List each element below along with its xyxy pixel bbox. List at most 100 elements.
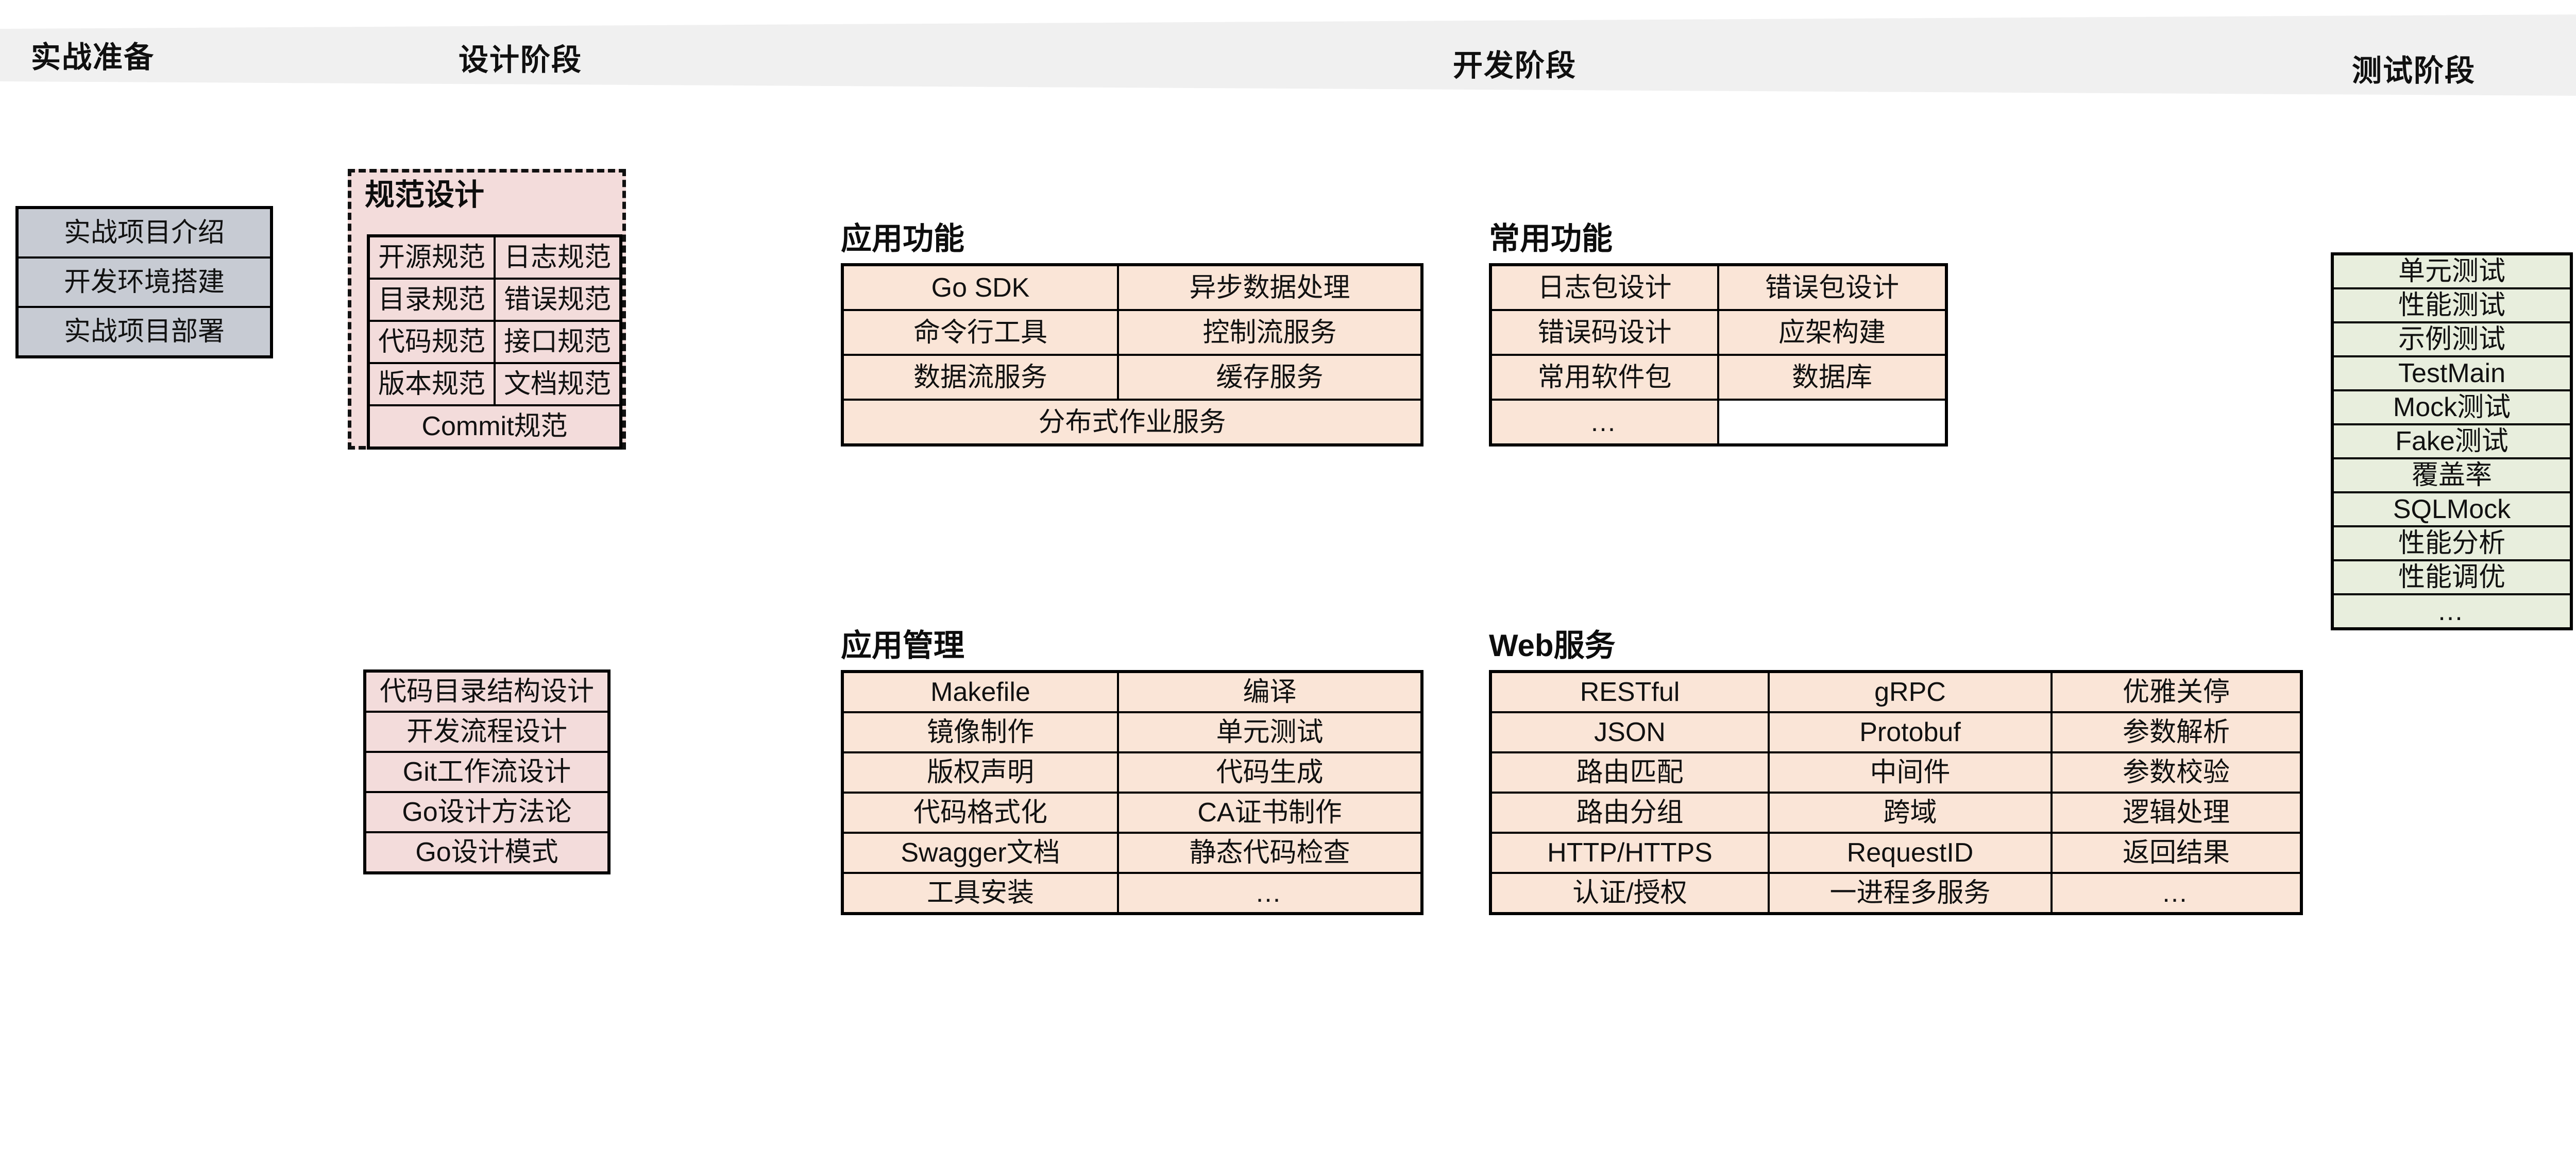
table-row[interactable]: 分布式作业服务 [841, 399, 1423, 446]
web-service-cell-0-2[interactable]: 优雅关停 [2050, 671, 2302, 713]
test-item-10[interactable]: … [2331, 593, 2572, 630]
design-list-item-4[interactable]: Go设计模式 [364, 831, 610, 874]
design-list-item-0[interactable]: 代码目录结构设计 [364, 670, 610, 713]
table-row[interactable]: Makefile 编译 [841, 671, 1423, 713]
spec-cell-1-1[interactable]: 错误规范 [494, 278, 622, 322]
table-row[interactable]: SQLMock [2331, 491, 2572, 527]
table-row[interactable]: 开源规范 日志规范 [367, 235, 622, 280]
table-row[interactable]: 版权声明 代码生成 [841, 751, 1423, 794]
app-function-cell-1-0[interactable]: 命令行工具 [841, 309, 1119, 356]
common-function-cell-1-1[interactable]: 应架构建 [1717, 309, 1947, 356]
table-row[interactable]: 开发环境搭建 [16, 256, 273, 308]
web-service-cell-1-0[interactable]: JSON [1489, 711, 1770, 753]
app-manage-cell-4-0[interactable]: Swagger文档 [841, 832, 1119, 874]
table-row[interactable]: Go SDK 异步数据处理 [841, 264, 1423, 311]
test-item-4[interactable]: Mock测试 [2331, 389, 2572, 425]
table-row[interactable]: 实战项目部署 [16, 306, 273, 358]
table-row[interactable]: 代码格式化 CA证书制作 [841, 792, 1423, 834]
web-service-cell-2-0[interactable]: 路由匹配 [1489, 751, 1770, 794]
table-row[interactable]: RESTful gRPC 优雅关停 [1489, 671, 2302, 713]
common-function-cell-1-0[interactable]: 错误码设计 [1489, 309, 1719, 356]
table-row[interactable]: 命令行工具 控制流服务 [841, 309, 1423, 356]
table-row[interactable]: 目录规范 错误规范 [367, 278, 622, 322]
web-service-cell-1-2[interactable]: 参数解析 [2050, 711, 2302, 753]
web-service-cell-2-2[interactable]: 参数校验 [2050, 751, 2302, 794]
spec-cell-3-0[interactable]: 版本规范 [367, 362, 496, 406]
spec-cell-3-1[interactable]: 文档规范 [494, 362, 622, 406]
table-row[interactable]: 单元测试 [2331, 253, 2572, 289]
web-service-cell-5-1[interactable]: 一进程多服务 [1768, 872, 2053, 915]
web-service-cell-4-2[interactable]: 返回结果 [2050, 832, 2302, 874]
common-function-cell-2-1[interactable]: 数据库 [1717, 354, 1947, 401]
app-manage-cell-5-0[interactable]: 工具安装 [841, 872, 1119, 915]
test-item-0[interactable]: 单元测试 [2331, 253, 2572, 289]
app-manage-cell-3-1[interactable]: CA证书制作 [1117, 792, 1423, 834]
prep-item-0[interactable]: 实战项目介绍 [16, 207, 273, 259]
app-function-cell-0-1[interactable]: 异步数据处理 [1117, 264, 1423, 311]
table-row[interactable]: Go设计方法论 [364, 791, 610, 833]
app-function-cell-distributed[interactable]: 分布式作业服务 [841, 399, 1423, 446]
app-manage-cell-1-0[interactable]: 镜像制作 [841, 711, 1119, 753]
test-item-1[interactable]: 性能测试 [2331, 287, 2572, 323]
table-row[interactable]: Git工作流设计 [364, 751, 610, 793]
web-service-cell-0-0[interactable]: RESTful [1489, 671, 1770, 713]
table-row[interactable]: 错误码设计 应架构建 [1489, 309, 1947, 356]
table-row[interactable]: HTTP/HTTPS RequestID 返回结果 [1489, 832, 2302, 874]
table-row[interactable]: Commit规范 [367, 404, 622, 449]
test-item-5[interactable]: Fake测试 [2331, 423, 2572, 459]
common-function-cell-0-1[interactable]: 错误包设计 [1717, 264, 1947, 311]
app-function-cell-0-0[interactable]: Go SDK [841, 264, 1119, 311]
table-row[interactable]: 开发流程设计 [364, 711, 610, 753]
table-row[interactable]: … [2331, 593, 2572, 630]
table-row[interactable]: 版本规范 文档规范 [367, 362, 622, 406]
web-service-cell-3-1[interactable]: 跨域 [1768, 792, 2053, 834]
table-row[interactable]: … [1489, 399, 1946, 446]
design-list-item-1[interactable]: 开发流程设计 [364, 711, 610, 753]
design-list-item-2[interactable]: Git工作流设计 [364, 751, 610, 793]
app-function-cell-2-0[interactable]: 数据流服务 [841, 354, 1119, 401]
table-row[interactable]: Go设计模式 [364, 831, 610, 874]
test-item-2[interactable]: 示例测试 [2331, 321, 2572, 357]
app-manage-cell-2-1[interactable]: 代码生成 [1117, 751, 1423, 794]
spec-cell-2-0[interactable]: 代码规范 [367, 320, 496, 364]
app-function-cell-1-1[interactable]: 控制流服务 [1117, 309, 1423, 356]
web-service-cell-1-1[interactable]: Protobuf [1768, 711, 2053, 753]
web-service-cell-3-2[interactable]: 逻辑处理 [2050, 792, 2302, 834]
web-service-cell-4-1[interactable]: RequestID [1768, 832, 2053, 874]
table-row[interactable]: 认证/授权 一进程多服务 … [1489, 872, 2302, 915]
table-row[interactable]: 工具安装 … [841, 872, 1423, 915]
web-service-cell-5-0[interactable]: 认证/授权 [1489, 872, 1770, 915]
common-function-cell-ellipsis[interactable]: … [1489, 399, 1719, 446]
spec-cell-1-0[interactable]: 目录规范 [367, 278, 496, 322]
table-row[interactable]: 覆盖率 [2331, 457, 2572, 493]
table-row[interactable]: TestMain [2331, 355, 2572, 391]
test-item-6[interactable]: 覆盖率 [2331, 457, 2572, 493]
spec-cell-commit[interactable]: Commit规范 [367, 404, 622, 449]
table-row[interactable]: 性能测试 [2331, 287, 2572, 323]
table-row[interactable]: 性能调优 [2331, 559, 2572, 595]
web-service-cell-3-0[interactable]: 路由分组 [1489, 792, 1770, 834]
table-row[interactable]: 路由匹配 中间件 参数校验 [1489, 751, 2302, 794]
common-function-cell-0-0[interactable]: 日志包设计 [1489, 264, 1719, 311]
test-item-3[interactable]: TestMain [2331, 355, 2572, 391]
web-service-cell-2-1[interactable]: 中间件 [1768, 751, 2053, 794]
table-row[interactable]: 示例测试 [2331, 321, 2572, 357]
table-row[interactable]: 性能分析 [2331, 525, 2572, 561]
web-service-cell-5-2[interactable]: … [2050, 872, 2302, 915]
app-manage-cell-4-1[interactable]: 静态代码检查 [1117, 832, 1423, 874]
app-manage-cell-0-1[interactable]: 编译 [1117, 671, 1423, 713]
table-row[interactable]: 镜像制作 单元测试 [841, 711, 1423, 753]
common-function-cell-2-0[interactable]: 常用软件包 [1489, 354, 1719, 401]
spec-cell-2-1[interactable]: 接口规范 [494, 320, 622, 364]
table-row[interactable]: 数据流服务 缓存服务 [841, 354, 1423, 401]
table-row[interactable]: 代码目录结构设计 [364, 670, 610, 713]
test-item-9[interactable]: 性能调优 [2331, 559, 2572, 595]
table-row[interactable]: 日志包设计 错误包设计 [1489, 264, 1947, 311]
web-service-cell-0-1[interactable]: gRPC [1768, 671, 2053, 713]
app-manage-cell-0-0[interactable]: Makefile [841, 671, 1119, 713]
table-row[interactable]: 常用软件包 数据库 [1489, 354, 1947, 401]
table-row[interactable]: 实战项目介绍 [16, 207, 273, 259]
spec-cell-0-0[interactable]: 开源规范 [367, 235, 496, 280]
table-row[interactable]: 路由分组 跨域 逻辑处理 [1489, 792, 2302, 834]
table-row[interactable]: Fake测试 [2331, 423, 2572, 459]
